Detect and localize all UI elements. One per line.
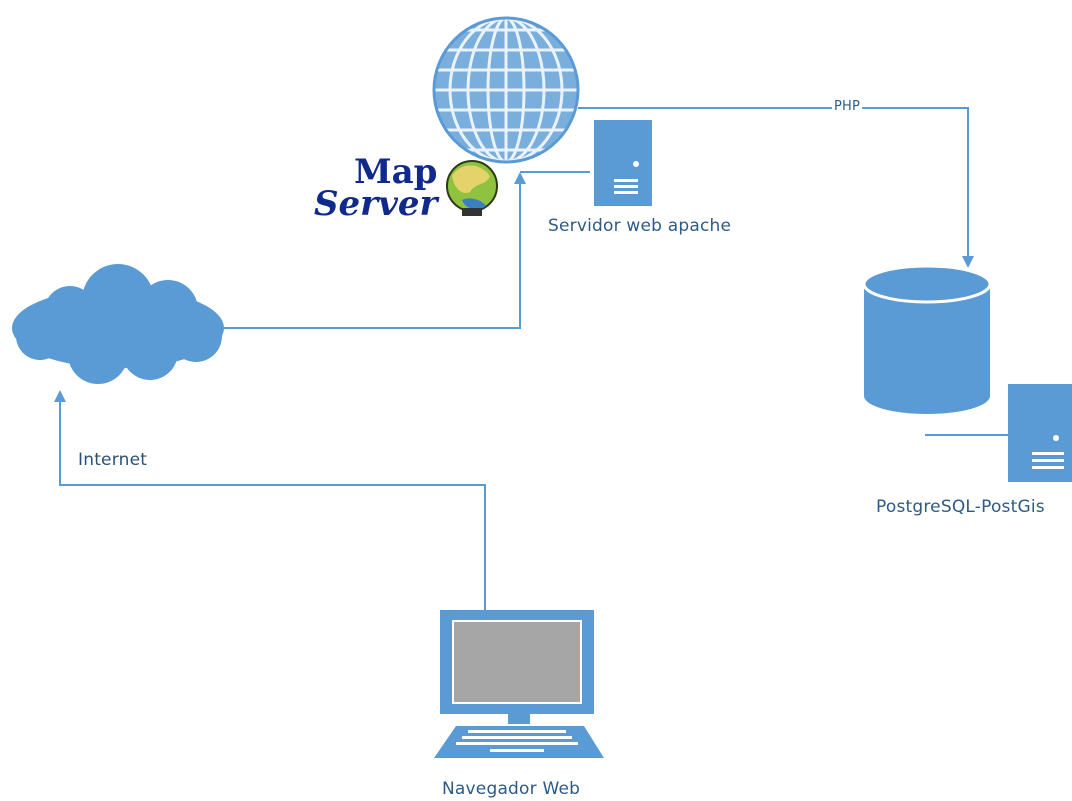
- db-server-icon: [1008, 384, 1072, 482]
- edge-globe-to-database: [578, 107, 974, 268]
- browser-label: Navegador Web: [442, 779, 581, 799]
- mapserver-logo-map-text: Map: [354, 152, 438, 192]
- globe-icon: [432, 16, 580, 164]
- edge-browser-to-internet: [54, 390, 486, 610]
- internet-label: Internet: [78, 450, 148, 470]
- database-icon: [862, 264, 992, 414]
- laptop-icon: [434, 610, 604, 758]
- server-icon: [594, 120, 652, 206]
- mapserver-logo-server-text: Server: [314, 184, 438, 224]
- mapserver-globe-icon: [446, 160, 498, 216]
- database-label: PostgreSQL-PostGis: [876, 497, 1045, 517]
- web-server-label: Servidor web apache: [548, 216, 732, 236]
- cloud-icon: [12, 264, 224, 384]
- edge-label-php: PHP: [832, 99, 863, 114]
- edge-internet-to-webserver: [222, 172, 526, 329]
- mapserver-logo: Map Server: [312, 150, 512, 230]
